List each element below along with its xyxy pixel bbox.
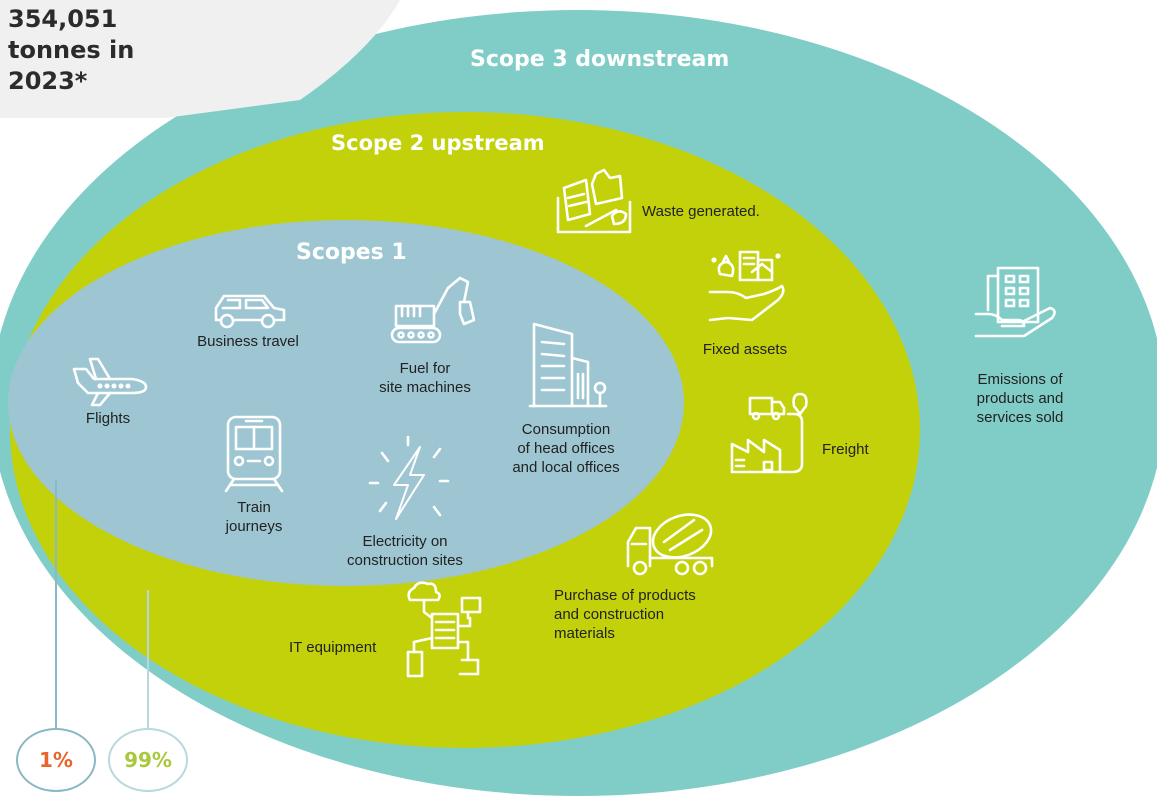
scope23-percentage: 99% bbox=[124, 748, 172, 772]
lightning-icon bbox=[368, 435, 450, 520]
scope1-percentage-bubble: 1% bbox=[16, 728, 96, 792]
label-consumption: Consumption of head offices and local of… bbox=[496, 420, 636, 477]
label-fuel: Fuel for site machines bbox=[360, 359, 490, 397]
label-electricity-line1: Electricity on bbox=[362, 533, 448, 550]
scope23-percentage-bubble: 99% bbox=[108, 728, 188, 792]
label-emissions-line1: Emissions of bbox=[977, 371, 1063, 388]
label-purchase-line1: Purchase of products bbox=[554, 587, 696, 604]
office-building-icon bbox=[528, 322, 608, 408]
label-business-travel: Business travel bbox=[197, 333, 299, 350]
label-fixed-assets: Fixed assets bbox=[702, 341, 788, 358]
truck-map-icon bbox=[730, 392, 808, 474]
total-emissions: 354,051 tonnes in 2023* bbox=[8, 4, 168, 97]
label-consumption-line3: and local offices bbox=[512, 459, 620, 476]
label-electricity-line2: construction sites bbox=[347, 552, 463, 569]
label-purchase-line3: materials bbox=[554, 625, 615, 642]
label-fuel-line2: site machines bbox=[379, 379, 471, 396]
label-emissions-line2: products and bbox=[976, 390, 1064, 407]
scope3-title: Scope 3 downstream bbox=[470, 47, 730, 72]
scope1-ellipse bbox=[8, 220, 684, 586]
total-value: 354,051 bbox=[8, 5, 118, 33]
cement-mixer-icon bbox=[626, 513, 714, 576]
total-year: 2023* bbox=[8, 67, 88, 95]
label-freight: Freight bbox=[822, 441, 869, 458]
label-consumption-line2: of head offices bbox=[517, 440, 615, 457]
label-train: Train journeys bbox=[212, 498, 296, 536]
building-hand-icon bbox=[974, 266, 1056, 338]
car-icon bbox=[214, 294, 286, 329]
scope1-title: Scopes 1 bbox=[296, 240, 407, 265]
plane-icon bbox=[72, 357, 148, 407]
it-network-icon bbox=[406, 581, 482, 678]
label-train-line2: journeys bbox=[225, 518, 283, 535]
label-purchase: Purchase of products and construction ma… bbox=[554, 586, 734, 643]
label-fuel-line1: Fuel for bbox=[399, 360, 451, 377]
excavator-icon bbox=[390, 276, 476, 344]
investment-hand-icon bbox=[708, 250, 785, 322]
scope1-percentage: 1% bbox=[39, 748, 73, 772]
train-icon bbox=[224, 415, 284, 493]
label-waste: Waste generated. bbox=[642, 203, 760, 220]
label-it-equipment: IT equipment bbox=[289, 639, 377, 656]
label-emissions-line3: services sold bbox=[976, 409, 1064, 426]
total-unit: tonnes in bbox=[8, 36, 135, 64]
label-electricity: Electricity on construction sites bbox=[330, 532, 480, 570]
label-purchase-line2: and construction bbox=[554, 606, 665, 623]
scope2-title: Scope 2 upstream bbox=[331, 131, 545, 155]
waste-icon bbox=[556, 168, 632, 234]
label-flights: Flights bbox=[85, 410, 131, 427]
total-label-backdrop bbox=[0, 0, 400, 118]
label-emissions-sold: Emissions of products and services sold bbox=[960, 370, 1080, 427]
label-train-line1: Train bbox=[237, 499, 271, 516]
label-consumption-line1: Consumption bbox=[521, 421, 611, 438]
